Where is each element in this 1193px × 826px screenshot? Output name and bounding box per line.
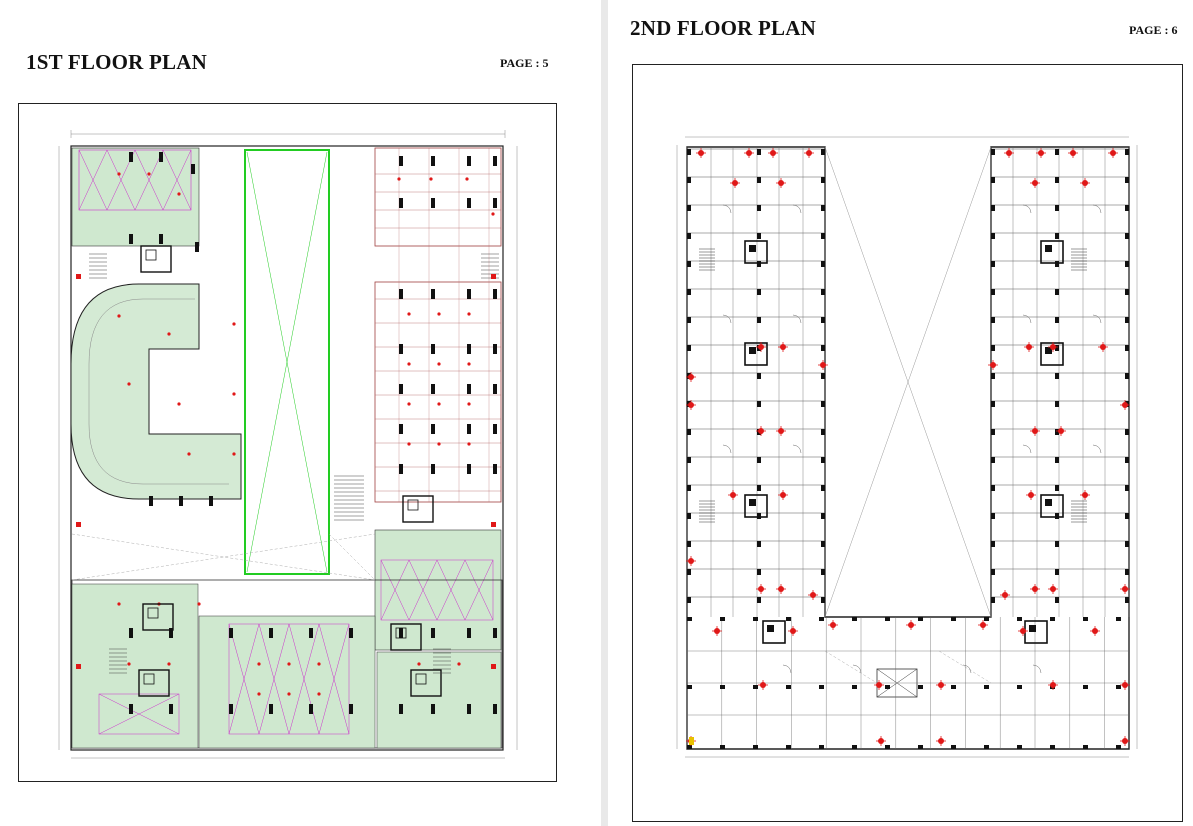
page-number: PAGE : 5 (500, 56, 549, 70)
page-title: 2ND FLOOR PLAN (630, 16, 816, 40)
second-floor-plan-drawing (676, 136, 1138, 758)
drawing-frame (18, 103, 557, 782)
page-6: 2ND FLOOR PLAN PAGE : 6 (608, 0, 1193, 826)
page-5: 1ST FLOOR PLAN PAGE : 5 (0, 0, 601, 826)
page-number: PAGE : 6 (1129, 23, 1178, 37)
page-title: 1ST FLOOR PLAN (26, 50, 207, 74)
first-floor-plan-drawing (58, 130, 518, 759)
drawing-frame (632, 64, 1183, 822)
